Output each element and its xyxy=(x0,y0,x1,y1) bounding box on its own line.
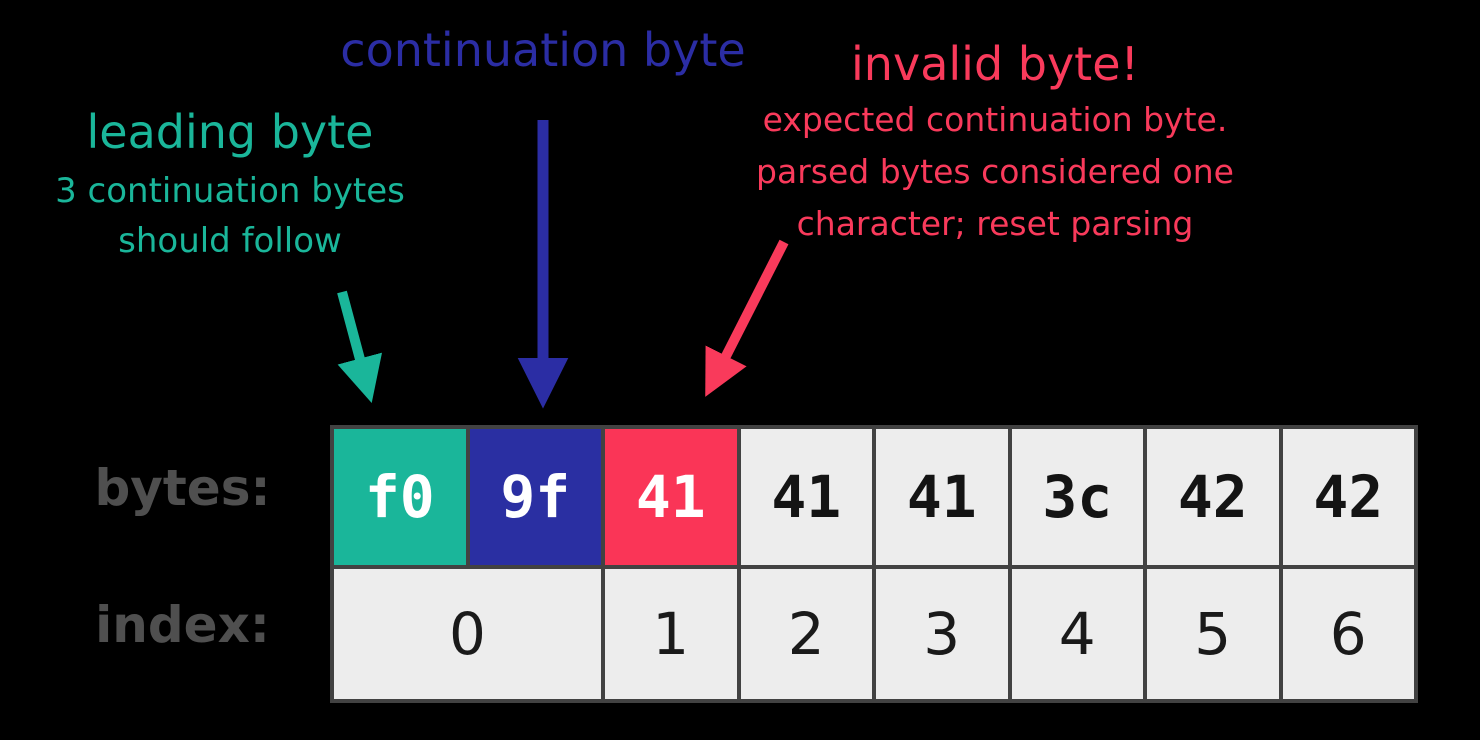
continuation-byte-label: continuation byte xyxy=(340,23,746,77)
invalid-byte-subtext-1: expected continuation byte. xyxy=(762,100,1228,139)
invalid-byte-arrow-icon xyxy=(705,239,789,397)
index-cell-2: 2 xyxy=(740,569,872,699)
byte-cell-3: 41 xyxy=(740,429,872,565)
byte-cell-4: 41 xyxy=(876,429,1008,565)
invalid-byte-annotation: invalid byte! expected continuation byte… xyxy=(735,36,1255,250)
bytes-row-label: bytes: xyxy=(94,459,271,517)
leading-byte-subtext-1: 3 continuation bytes xyxy=(55,171,405,211)
index-row-label: index: xyxy=(95,596,270,654)
leading-byte-subtext-2: should follow xyxy=(118,221,342,261)
leading-byte-title: leading byte xyxy=(86,105,374,159)
byte-cell-5: 3c xyxy=(1011,429,1143,565)
byte-cell-7: 42 xyxy=(1282,429,1414,565)
byte-cell-0: f0 xyxy=(334,429,466,565)
leading-byte-arrow-icon xyxy=(337,290,383,403)
byte-cell-2: 41 xyxy=(605,429,737,565)
index-cell-6: 6 xyxy=(1282,569,1414,699)
invalid-byte-subtext-2: parsed bytes considered one xyxy=(756,152,1234,191)
byte-cell-6: 42 xyxy=(1147,429,1279,565)
index-cell-1: 1 xyxy=(605,569,737,699)
invalid-byte-title: invalid byte! xyxy=(851,37,1139,91)
leading-byte-annotation: leading byte 3 continuation bytes should… xyxy=(10,104,450,266)
index-cell-0: 0 xyxy=(334,569,601,699)
index-cell-5: 5 xyxy=(1147,569,1279,699)
index-cell-4: 4 xyxy=(1011,569,1143,699)
invalid-byte-subtext-3: character; reset parsing xyxy=(796,204,1194,243)
index-cell-3: 3 xyxy=(876,569,1008,699)
byte-cell-1: 9f xyxy=(469,429,601,565)
